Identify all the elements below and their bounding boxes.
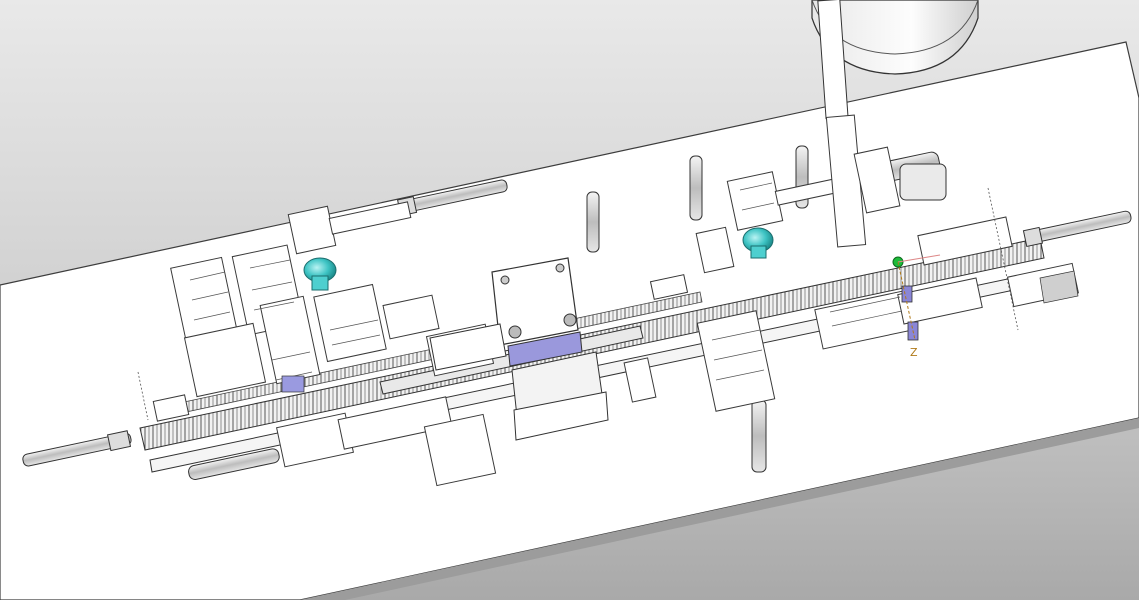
- pneumatic-cylinders: [22, 145, 1132, 480]
- drum: [811, 0, 979, 120]
- reference-lines: [137, 187, 1019, 421]
- axis-z-label: Z: [910, 346, 918, 359]
- right-station-details: [711, 182, 1079, 381]
- gripper-cyan-icon: [303, 257, 337, 291]
- gripper-cyan-icon: [742, 227, 774, 259]
- center-fixture: [429, 257, 689, 441]
- right-station: [623, 114, 1079, 412]
- base-plate-edge: [300, 418, 1139, 600]
- origin-point-icon: [892, 254, 941, 341]
- left-station-details: [189, 259, 381, 393]
